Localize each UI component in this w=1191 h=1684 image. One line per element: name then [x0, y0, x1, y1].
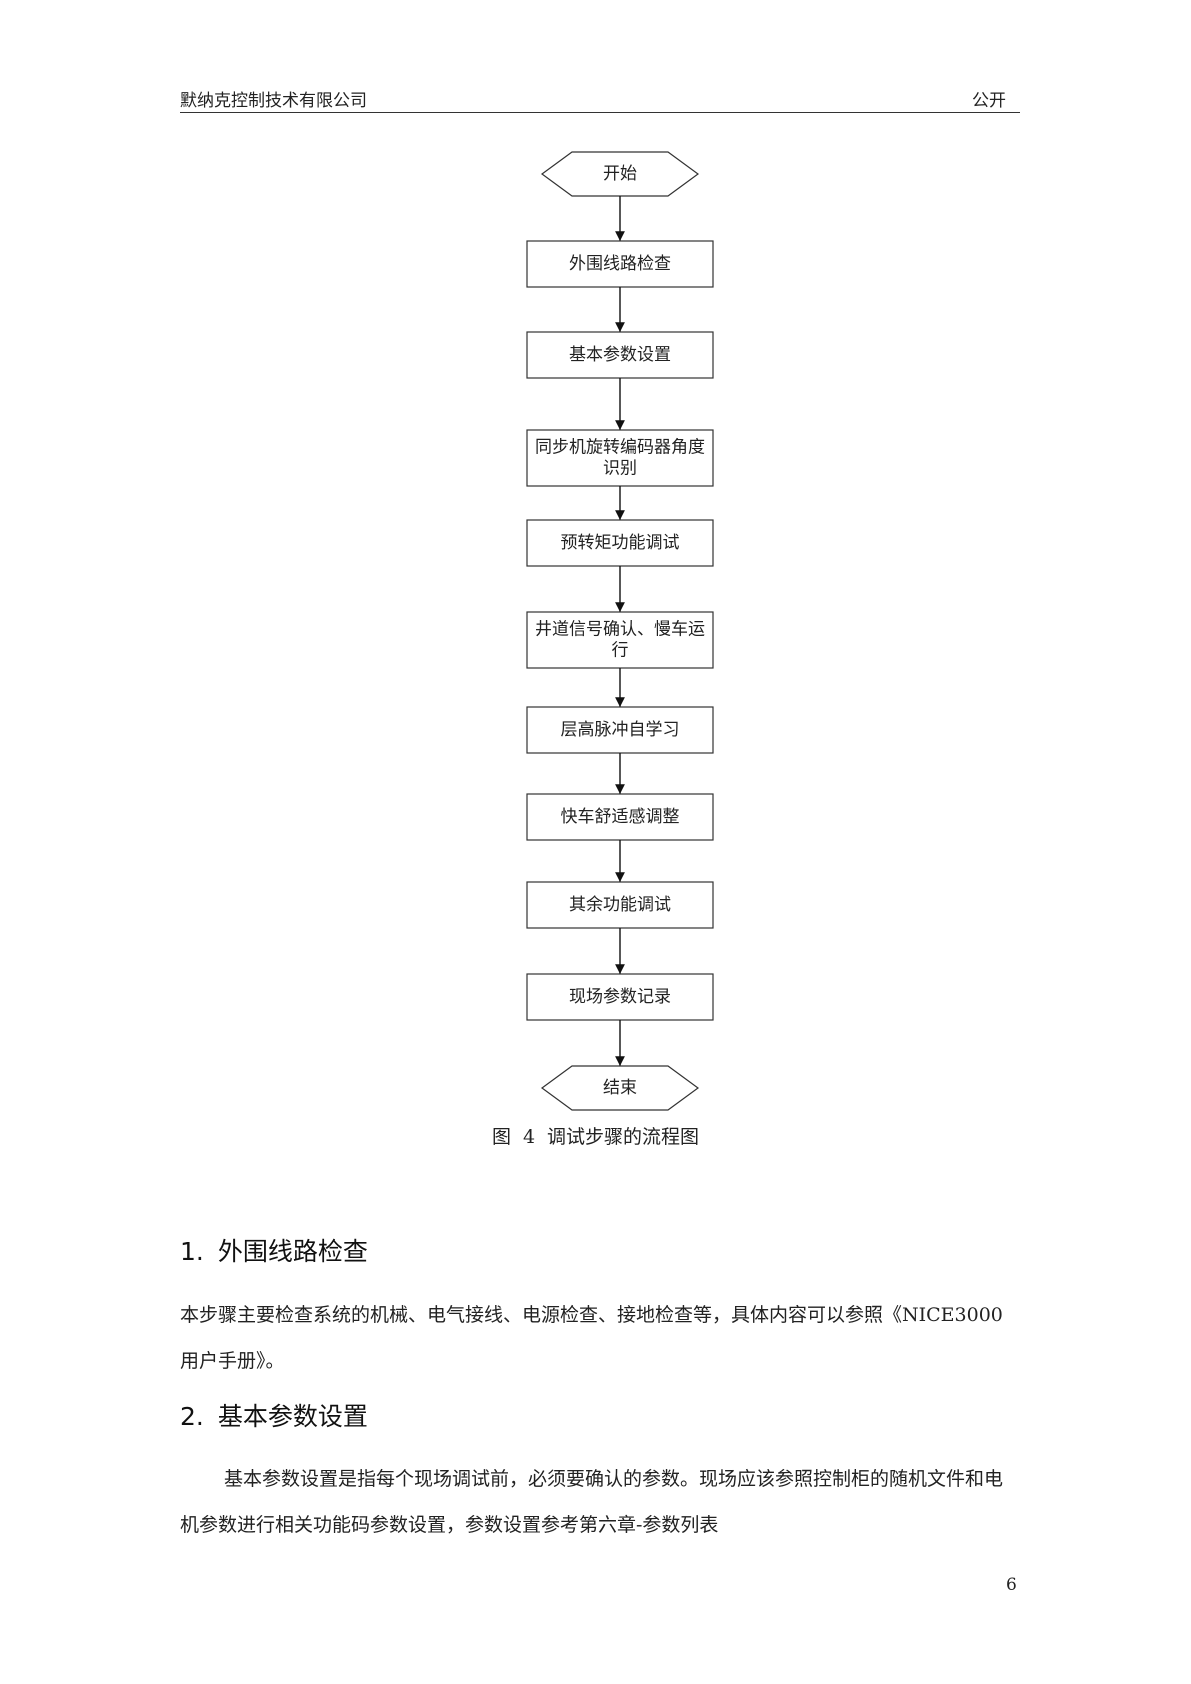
section-1-body: 本步骤主要检查系统的机械、电气接线、电源检查、接地检查等，具体内容可以参照《NI… — [180, 1304, 1003, 1372]
flow-end-shape — [540, 1065, 700, 1111]
flow-step-label: 识别 — [603, 459, 637, 479]
company-name: 默纳克控制技术有限公司 — [180, 91, 367, 111]
section-title: 外围线路检查 — [217, 1237, 368, 1266]
flow-step-label: 预转矩功能调试 — [561, 533, 680, 553]
flow-step-label: 现场参数记录 — [569, 987, 671, 1007]
flow-step-box — [526, 881, 714, 929]
flow-end-label: 结束 — [603, 1078, 637, 1098]
page-header: 默纳克控制技术有限公司 公开 — [180, 82, 1020, 113]
flow-step-label: 井道信号确认、慢车运 — [535, 619, 705, 640]
flow-step-box — [526, 331, 714, 379]
section-number: 1. — [180, 1237, 204, 1266]
section-number: 2. — [180, 1402, 204, 1431]
figure-title: 调试步骤的流程图 — [547, 1126, 700, 1148]
classification-label: 公开 — [972, 91, 1006, 111]
flow-step-box — [526, 429, 714, 487]
flow-step-label: 层高脉冲自学习 — [561, 720, 680, 740]
page-number: 6 — [1006, 1575, 1017, 1595]
flow-step-box — [526, 706, 714, 754]
flow-step-box — [526, 240, 714, 288]
flow-step-box — [526, 793, 714, 841]
flow-step-box — [526, 973, 714, 1021]
flow-step-label: 行 — [612, 641, 629, 661]
section-heading-2: 2. 基本参数设置 — [180, 1397, 368, 1433]
flow-step-label: 外围线路检查 — [569, 254, 671, 274]
figure-number: 4 — [522, 1126, 536, 1148]
figure-label: 图 — [491, 1126, 511, 1148]
flow-start-shape — [540, 151, 700, 197]
flow-step-box — [526, 611, 714, 669]
flow-step-label: 其余功能调试 — [569, 895, 671, 915]
section-heading-1: 1. 外围线路检查 — [180, 1232, 368, 1268]
flow-step-label: 基本参数设置 — [569, 345, 671, 365]
flow-step-label: 同步机旋转编码器角度 — [535, 438, 705, 458]
flow-step-box — [526, 519, 714, 567]
flow-step-label: 快车舒适感调整 — [561, 807, 680, 827]
section-title: 基本参数设置 — [217, 1402, 368, 1431]
section-2-body: 基本参数设置是指每个现场调试前，必须要确认的参数。现场应该参照控制柜的随机文件和… — [180, 1468, 1004, 1536]
flow-start-label: 开始 — [603, 164, 637, 184]
